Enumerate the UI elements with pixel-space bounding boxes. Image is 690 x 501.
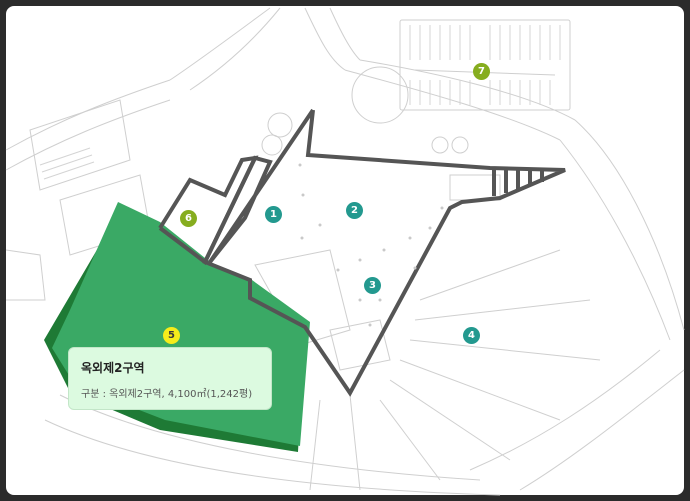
road-lines [5,7,685,496]
marker-zone-1[interactable]: 1 [265,206,282,223]
tooltip-description: 구분 : 옥외제2구역, 4,100㎡(1,242평) [81,389,253,400]
marker-zone-4[interactable]: 4 [463,327,480,344]
parking-stripes [39,25,561,180]
marker-zone-6[interactable]: 6 [180,210,197,227]
zone-tooltip: 옥외제2구역 구분 : 옥외제2구역, 4,100㎡(1,242평) [68,347,272,410]
booth-dots [298,163,444,327]
marker-zone-7[interactable]: 7 [473,63,490,80]
marker-zone-5[interactable]: 5 [163,327,180,344]
entrance-hatch [492,168,544,196]
marker-zone-3[interactable]: 3 [364,277,381,294]
marker-zone-2[interactable]: 2 [346,202,363,219]
zone-6-outline[interactable] [158,155,259,266]
tooltip-title: 옥외제2구역 [81,361,145,375]
